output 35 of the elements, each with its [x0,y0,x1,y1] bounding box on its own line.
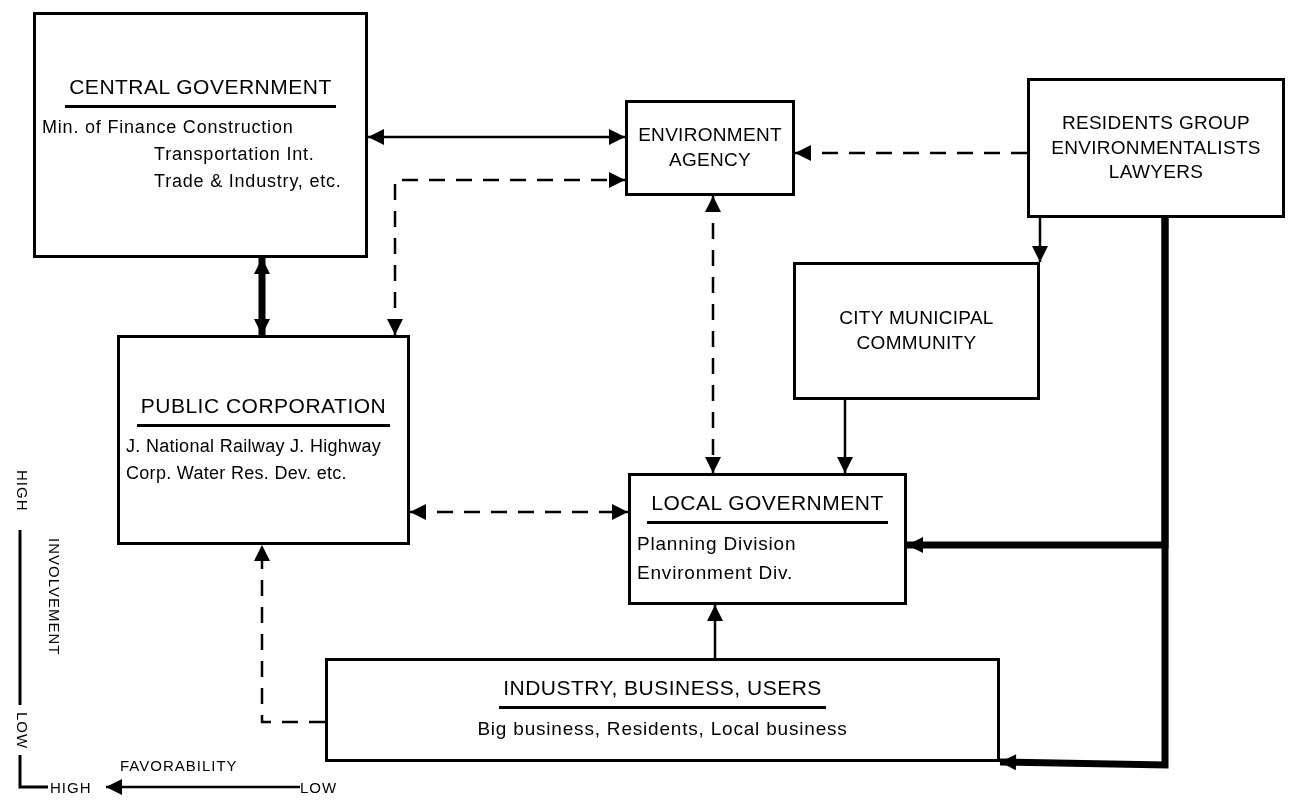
dashed-arrow [387,172,625,335]
dashed-arrow [705,196,721,473]
axis-title: FAVORABILITY [120,758,238,773]
node-title: RESIDENTS GROUP ENVIRONMENTALISTS LAWYERS [1050,110,1262,185]
dashed-arrow [254,545,325,724]
agency-box [625,100,795,196]
node-body-text: Planning Division Environment Div. [637,532,798,585]
axis-label: LOW [15,712,30,750]
arrow [1032,218,1048,262]
axis-label: LOW [300,780,338,795]
node-title: INDUSTRY, BUSINESS, USERS [499,676,826,710]
residents-group-box [1027,78,1285,218]
dashed-arrow [795,145,1027,161]
axis-label: HIGH [50,780,92,795]
node-title: PUBLIC CORPORATION [136,393,391,427]
arrow [368,129,625,145]
axis-title: INVOLVEMENT [47,538,62,656]
node-body-text: J. National Railway J. Highway Corp. Water Res. Dev. etc. [126,434,383,485]
central-government-box [33,12,368,258]
local-government-box [628,473,907,605]
axis-label: HIGH [15,470,30,512]
arrow [707,605,723,658]
node-title: ENVIRONMENT AGENCY [637,123,783,172]
arrow [254,258,270,335]
node-title: LOCAL GOVERNMENT [647,491,888,524]
city-box [793,262,1040,400]
arrow [837,400,853,473]
node-body-text: Big business, Residents, Local business [476,717,849,742]
node-body-text: Min. of Finance Construction Transportation Int. Trade & Industry, etc. [42,116,343,193]
dashed-arrow [410,504,628,520]
node-title: CITY MUNICIPAL COMMUNITY [838,306,995,355]
industry-box [325,658,1000,762]
node-title: CENTRAL GOVERNMENT [65,75,336,108]
public-corporation-box [117,335,410,545]
arrow [999,218,1169,771]
